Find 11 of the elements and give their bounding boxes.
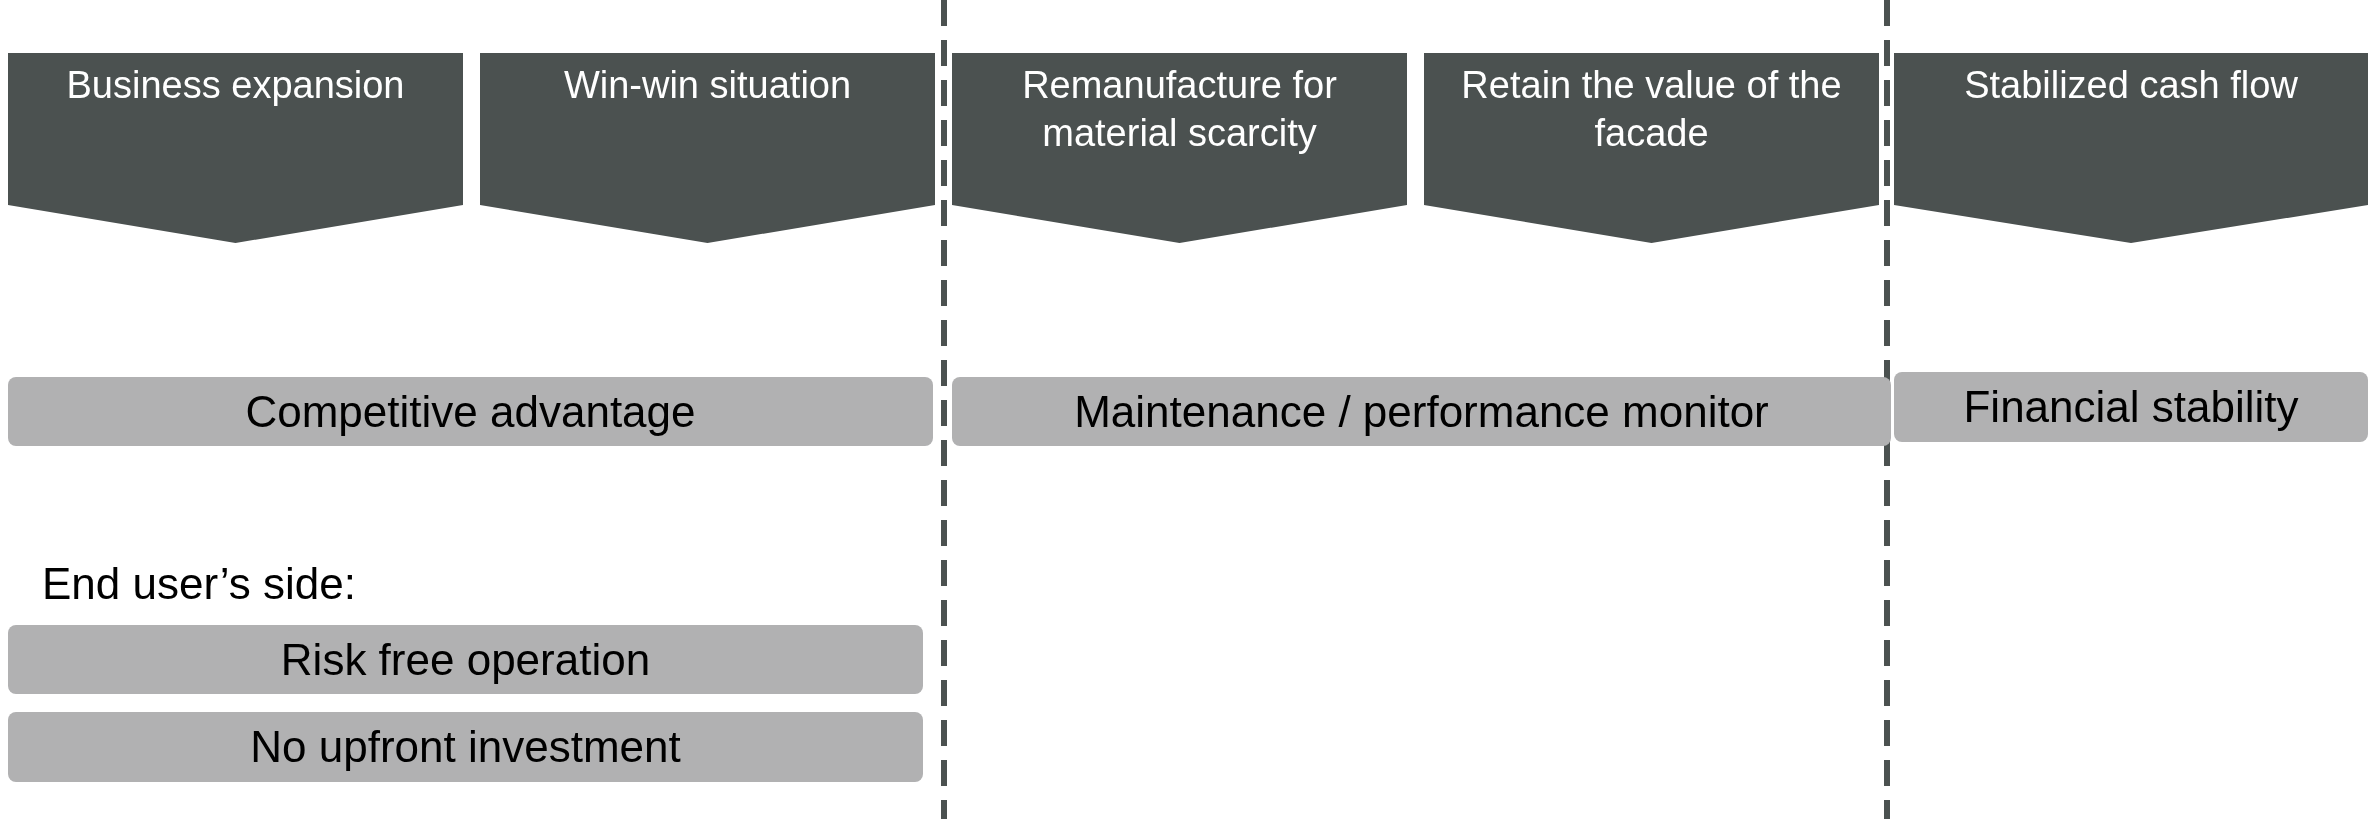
label-bar: Competitive advantage xyxy=(8,377,933,446)
label-bar: Risk free operation xyxy=(8,625,923,694)
chevron-title: Stabilized cash flow xyxy=(1964,63,2298,108)
label-bar: Financial stability xyxy=(1894,372,2368,442)
label-bar: No upfront investment xyxy=(8,712,923,782)
chevron-title: Business expansion xyxy=(66,63,405,108)
chevron-title: Retain the value of the facade xyxy=(1460,63,1843,156)
section-label: End user’s side: xyxy=(42,562,356,606)
label-bar: Maintenance / performance monitor xyxy=(952,377,1891,446)
chevron-title: Win-win situation xyxy=(563,63,852,108)
chevron-title: Remanufacture for material scarcity xyxy=(1021,63,1338,156)
